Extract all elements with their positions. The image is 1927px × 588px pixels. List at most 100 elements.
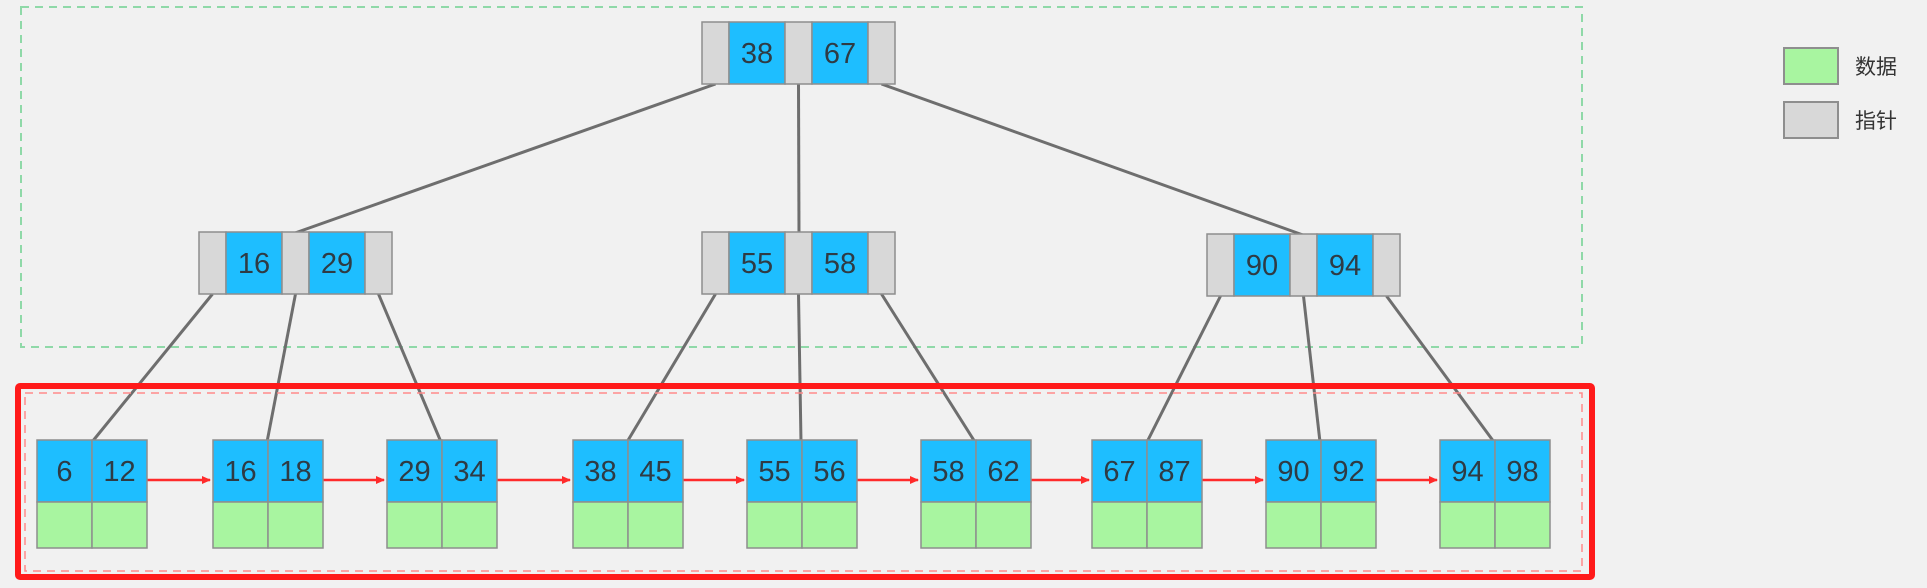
leaf-node-9-key-0: 94 <box>1451 456 1483 488</box>
edge-internal-3-to-leaf-8 <box>1302 295 1322 443</box>
leaf-node-1-key-cell-1 <box>91 439 148 503</box>
legend-pointer-label: 指针 <box>1855 109 1897 133</box>
root-node: 38 67 <box>701 21 896 85</box>
leaf-node-9-key-1: 98 <box>1506 456 1538 488</box>
internal-node-3-key-1: 94 <box>1329 250 1361 282</box>
root-node-pointer-0 <box>701 21 730 85</box>
leaf-node-2-data-cell-0 <box>212 501 269 549</box>
leaf-node-3-key-1: 34 <box>453 456 485 488</box>
internal-node-2-pointer-2 <box>867 231 896 295</box>
edge-root-to-internal-1 <box>294 82 717 235</box>
internal-node-1-pointer-2 <box>364 231 393 295</box>
leaf-node-9-data-cell-0 <box>1439 501 1496 549</box>
internal-node-2-key-cell-1 <box>811 231 869 295</box>
leaf-node-4-key-cell-0 <box>572 439 629 503</box>
internal-node-3-key-cell-1 <box>1316 233 1374 297</box>
edge-internal-3-to-leaf-9 <box>1385 295 1496 443</box>
leaf-node-3-key-cell-0 <box>386 439 443 503</box>
legend-item-data: 数据 <box>1783 46 1897 86</box>
leaf-node-7-key-1: 87 <box>1158 456 1190 488</box>
leaf-node-9: 94 98 <box>1439 439 1551 549</box>
leaf-node-3: 29 34 <box>386 439 498 549</box>
edge-internal-1-to-leaf-3 <box>377 293 443 443</box>
leaf-node-7-data-cell-1 <box>1146 501 1203 549</box>
legend-data-swatch <box>1783 47 1839 85</box>
leaf-node-8-key-0: 90 <box>1277 456 1309 488</box>
leaf-level-inner-box <box>24 392 1583 572</box>
leaf-node-3-data-cell-0 <box>386 501 443 549</box>
leaf-node-8-data-cell-0 <box>1265 501 1322 549</box>
root-node-key-1: 67 <box>824 38 856 70</box>
internal-node-3: 90 94 <box>1206 233 1401 297</box>
leaf-node-7-key-cell-1 <box>1146 439 1203 503</box>
leaf-node-7: 67 87 <box>1091 439 1203 549</box>
leaf-node-7-key-0: 67 <box>1103 456 1135 488</box>
internal-node-2: 55 58 <box>701 231 896 295</box>
leaf-node-8-key-1: 92 <box>1332 456 1364 488</box>
leaf-node-1-data-cell-1 <box>91 501 148 549</box>
internal-node-1-pointer-0 <box>198 231 227 295</box>
leaf-node-7-data-cell-0 <box>1091 501 1148 549</box>
edge-internal-3-to-leaf-7 <box>1145 295 1222 443</box>
internal-node-1-key-cell-1 <box>308 231 366 295</box>
internal-node-2-pointer-0 <box>701 231 730 295</box>
root-node-key-cell-0 <box>728 21 786 85</box>
legend-pointer-swatch <box>1783 101 1839 139</box>
edge-root-to-internal-2 <box>797 83 801 234</box>
leaf-node-5-data-cell-1 <box>801 501 858 549</box>
leaf-node-1-key-1: 12 <box>103 456 135 488</box>
leaf-node-2-key-1: 18 <box>279 456 311 488</box>
leaf-node-4-key-0: 38 <box>584 456 616 488</box>
leaf-node-8-key-cell-0 <box>1265 439 1322 503</box>
leaf-node-4-key-1: 45 <box>639 456 671 488</box>
internal-node-2-key-0: 55 <box>741 248 773 280</box>
leaf-node-1-key-0: 6 <box>56 456 72 488</box>
leaf-node-4-data-cell-0 <box>572 501 629 549</box>
internal-node-1-key-cell-0 <box>225 231 283 295</box>
leaf-node-2-data-cell-1 <box>267 501 324 549</box>
tree-edges <box>90 82 1496 443</box>
leaf-node-5-key-cell-1 <box>801 439 858 503</box>
edge-internal-2-to-leaf-5 <box>797 293 803 443</box>
leaf-node-9-key-cell-1 <box>1494 439 1551 503</box>
leaf-node-6-key-0: 58 <box>932 456 964 488</box>
leaf-node-1: 6 12 <box>36 439 148 549</box>
internal-node-1-key-1: 29 <box>321 248 353 280</box>
leaf-node-6-key-1: 62 <box>987 456 1019 488</box>
edge-internal-1-to-leaf-1 <box>90 293 214 443</box>
leaf-level-highlight-box <box>15 383 1595 580</box>
legend: 数据 指针 <box>1783 46 1897 154</box>
leaf-node-3-key-0: 29 <box>398 456 430 488</box>
leaf-node-1-data-cell-0 <box>36 501 93 549</box>
leaf-node-2-key-0: 16 <box>224 456 256 488</box>
leaf-node-6-data-cell-1 <box>975 501 1032 549</box>
leaf-node-4-data-cell-1 <box>627 501 684 549</box>
non-leaf-region-box <box>20 6 1583 348</box>
edge-internal-2-to-leaf-4 <box>625 293 717 443</box>
leaf-node-5: 55 56 <box>746 439 858 549</box>
leaf-node-8: 90 92 <box>1265 439 1377 549</box>
root-node-key-0: 38 <box>741 38 773 70</box>
internal-node-1-key-0: 16 <box>238 248 270 280</box>
leaf-node-6: 58 62 <box>920 439 1032 549</box>
internal-node-3-pointer-0 <box>1206 233 1235 297</box>
edge-internal-1-to-leaf-2 <box>265 293 297 443</box>
internal-node-1-pointer-1 <box>281 231 310 295</box>
legend-data-label: 数据 <box>1855 55 1897 79</box>
edge-root-to-internal-3 <box>880 82 1304 237</box>
internal-node-2-key-1: 58 <box>824 248 856 280</box>
leaf-node-4-key-cell-1 <box>627 439 684 503</box>
leaf-node-8-data-cell-1 <box>1320 501 1377 549</box>
internal-node-3-key-0: 90 <box>1246 250 1278 282</box>
leaf-node-6-data-cell-0 <box>920 501 977 549</box>
leaf-node-4: 38 45 <box>572 439 684 549</box>
leaf-node-5-key-0: 55 <box>758 456 790 488</box>
leaf-node-5-key-1: 56 <box>813 456 845 488</box>
leaf-node-9-data-cell-1 <box>1494 501 1551 549</box>
legend-item-pointer: 指针 <box>1783 100 1897 140</box>
root-node-pointer-1 <box>784 21 813 85</box>
